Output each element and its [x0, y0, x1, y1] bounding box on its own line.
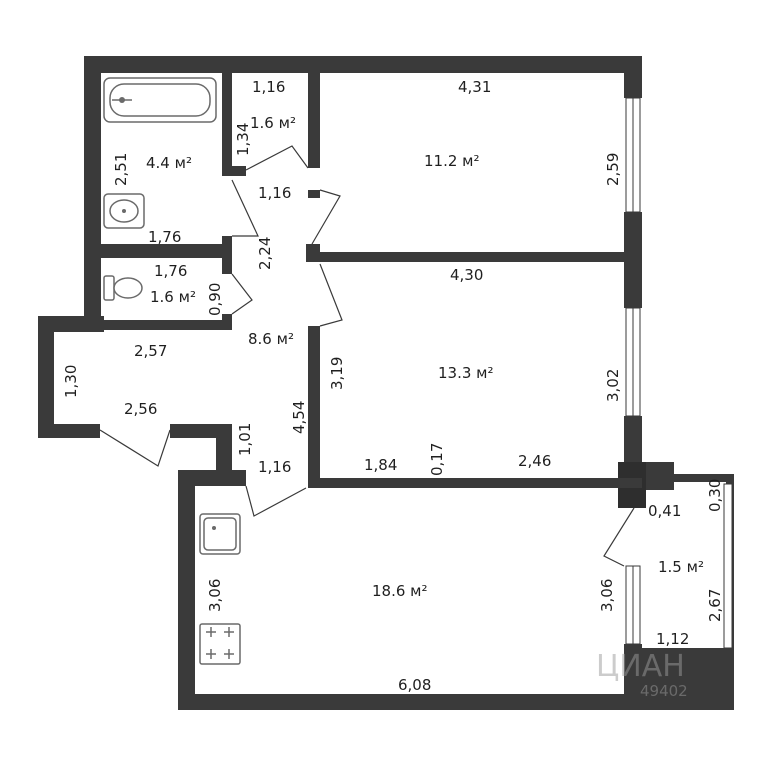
- walls: [38, 56, 734, 710]
- dim-room1-width: 4,31: [458, 78, 491, 96]
- dim-hall-height: 2,24: [256, 237, 274, 270]
- wall-room2-left: [308, 326, 320, 488]
- door-kitchen: [245, 485, 307, 517]
- toilet-icon: [103, 275, 143, 301]
- dim-closet-width: 1,16: [252, 78, 285, 96]
- corridor-area: 8.6 м²: [248, 330, 294, 348]
- wall-balcony-bottom: [624, 648, 734, 710]
- dim-kitchen-right: 3,06: [598, 579, 616, 612]
- door-room2: [319, 263, 343, 327]
- wall-toilet-right: [222, 258, 232, 274]
- wall-room2-bottom: [308, 478, 642, 488]
- dim-corridor-jamb: 1,01: [236, 423, 254, 456]
- dim-kitchen-left: 3,06: [206, 579, 224, 612]
- wall-balcony-topthin: [670, 474, 732, 482]
- door-closet: [245, 145, 309, 171]
- door-room1: [311, 189, 341, 245]
- dim-corridor-width: 2,57: [134, 342, 167, 360]
- wall-bath-door-jamb: [222, 236, 232, 258]
- dim-kitchen-bottom: 6,08: [398, 676, 431, 694]
- wall-bath-bottom: [84, 244, 232, 258]
- dim-hall-width: 1,16: [258, 184, 291, 202]
- bathroom-area: 4.4 м²: [146, 154, 192, 172]
- area-labels: 4.4 м² 1.6 м² 11.2 м² 1.6 м² 8.6 м² 13.3…: [146, 114, 704, 600]
- dim-room2-width: 4,30: [450, 266, 483, 284]
- doors: [99, 145, 635, 567]
- wall-closet-right: [308, 56, 320, 168]
- wall-closet-bottom: [222, 166, 246, 176]
- watermark-brand: ЦИАН: [596, 649, 685, 684]
- fixtures: [103, 77, 241, 665]
- door-bathroom: [231, 179, 259, 237]
- windows: [625, 97, 733, 649]
- wall-bath-right: [222, 56, 232, 176]
- wall-outer-top: [84, 56, 642, 73]
- dim-toilet-width: 1,76: [154, 262, 187, 280]
- stove-icon: [199, 623, 241, 665]
- closet-area: 1.6 м²: [250, 114, 296, 132]
- wall-room1-bottom: [308, 252, 642, 262]
- wall-protrusion-left: [38, 316, 54, 438]
- door-balcony: [603, 507, 635, 567]
- watermark-id: 49402: [640, 682, 688, 700]
- wall-kitchen-bottom: [178, 694, 643, 710]
- dim-balcony-top: 0,41: [648, 502, 681, 520]
- dim-room1-height: 2,59: [604, 153, 622, 186]
- dim-corridor-door: 3,19: [328, 357, 346, 390]
- wall-outer-left-upper: [84, 56, 101, 322]
- dim-corridor-right: 4,54: [290, 401, 308, 434]
- dim-toilet-height: 0,90: [206, 283, 224, 316]
- toilet-area: 1.6 м²: [150, 288, 196, 306]
- wall-kitchen-left: [178, 470, 195, 710]
- dim-corridor-left: 1,30: [62, 365, 80, 398]
- wall-outer-right-top: [624, 56, 642, 98]
- kitchen-area: 18.6 м²: [372, 582, 428, 600]
- dim-corridor-bottom: 2,56: [124, 400, 157, 418]
- dim-balcony-right: 2,67: [706, 589, 724, 622]
- dim-balcony-bottom: 1,12: [656, 630, 689, 648]
- door-toilet: [231, 273, 253, 315]
- room1-area: 11.2 м²: [424, 152, 480, 170]
- door-entrance: [99, 429, 171, 467]
- wall-toilet-jamb: [222, 314, 232, 330]
- dim-bath-height: 2,51: [112, 153, 130, 186]
- dim-room2-offset: 0,17: [428, 443, 446, 476]
- dim-corridor-kitchen: 1,16: [258, 458, 291, 476]
- dim-room2-bottom-left: 1,84: [364, 456, 397, 474]
- wall-corridor-stub: [232, 474, 246, 486]
- kitchen-sink-icon: [199, 513, 241, 555]
- bathtub-icon: [103, 77, 217, 123]
- dim-room2-height: 3,02: [604, 369, 622, 402]
- room2-area: 13.3 м²: [438, 364, 494, 382]
- balcony-area: 1.5 м²: [658, 558, 704, 576]
- wall-protrusion-bottom: [38, 424, 100, 438]
- dim-bath-width: 1,76: [148, 228, 181, 246]
- washbasin-icon: [103, 193, 145, 229]
- dim-closet-height: 1,34: [234, 123, 252, 156]
- dim-room2-bottom-right: 2,46: [518, 452, 551, 470]
- wall-room1-left-stub: [306, 244, 320, 262]
- window-balcony: [723, 483, 733, 649]
- dim-balcony-topright: 0,30: [706, 479, 724, 512]
- wall-toilet-bottom: [84, 320, 232, 330]
- wall-entrance-jamb: [216, 424, 232, 474]
- wall-closet-right-low: [308, 190, 320, 198]
- dimension-labels: 2,51 1,76 1,16 1,34 4,31 2,59 1,16 2,24 …: [62, 78, 724, 694]
